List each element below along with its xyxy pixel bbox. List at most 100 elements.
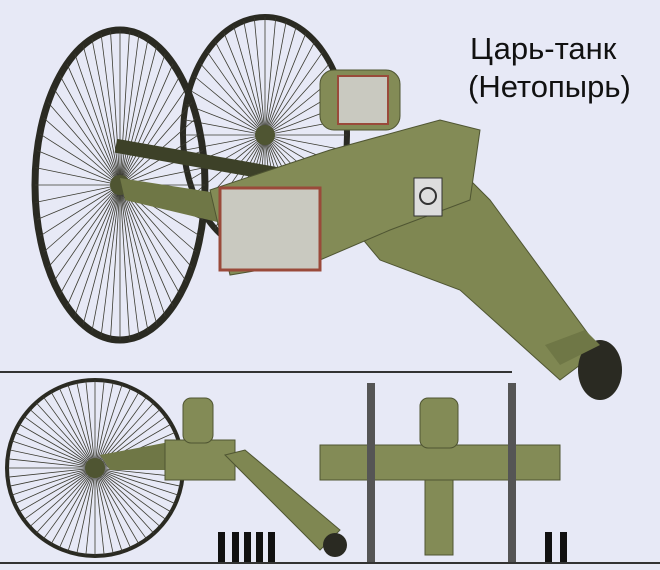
wheel-spoke xyxy=(119,63,174,186)
front-wheel-left xyxy=(367,383,375,563)
wheel-spoke xyxy=(206,51,266,136)
wheel-spoke xyxy=(18,467,96,513)
wheel-spoke xyxy=(100,184,121,337)
soldier xyxy=(244,532,251,562)
wheel-spoke xyxy=(183,134,266,151)
soldier xyxy=(545,532,552,562)
wheel-spoke xyxy=(94,467,132,549)
wheel-spoke xyxy=(11,467,96,496)
wheel-spoke xyxy=(8,467,96,487)
wheel-spoke xyxy=(47,102,121,186)
wheel-spoke xyxy=(264,20,287,136)
rear-roller xyxy=(578,340,622,400)
wheel-spoke xyxy=(47,184,121,268)
wheel-spoke xyxy=(82,45,121,186)
wheel-spoke xyxy=(91,38,121,186)
wheel-spoke xyxy=(23,467,96,521)
wheel-hub xyxy=(255,125,275,145)
wheel-spoke xyxy=(8,449,96,469)
wheel-spoke xyxy=(94,384,123,469)
wheel-spoke xyxy=(119,184,149,332)
wheel-spoke xyxy=(39,184,121,237)
wheel-spoke xyxy=(214,41,266,136)
turret-cutaway xyxy=(337,75,389,125)
wheel-spoke xyxy=(119,45,158,186)
wheel-spoke xyxy=(119,184,166,317)
truss-boom xyxy=(120,178,230,225)
wheel-spoke xyxy=(29,408,96,469)
main-perspective-view xyxy=(31,14,622,400)
wheel-spoke xyxy=(91,184,121,332)
wheel-spoke xyxy=(66,63,121,186)
wheel-spoke xyxy=(264,17,277,136)
wheel-spoke xyxy=(59,184,121,295)
wheel-spoke xyxy=(94,467,179,496)
wheel-spoke xyxy=(253,17,266,136)
wheel-spoke xyxy=(264,134,347,151)
wheel-spoke xyxy=(94,467,123,552)
wheel-spoke xyxy=(76,467,96,555)
wheel-spoke xyxy=(50,467,96,545)
wheel-spoke xyxy=(264,41,316,136)
wheel-spoke xyxy=(94,467,155,534)
wheel-spoke xyxy=(42,467,96,540)
wheel-spoke xyxy=(189,89,266,136)
wheel-spoke xyxy=(119,184,181,295)
wheel-hub xyxy=(85,458,105,478)
wheel-spoke xyxy=(94,467,140,545)
front-big-wheel xyxy=(31,26,209,344)
wheel-spoke xyxy=(94,467,148,540)
side-hatch xyxy=(413,177,443,217)
wheel-spoke xyxy=(119,30,130,186)
wheel-spoke xyxy=(42,396,96,469)
wheel-spoke xyxy=(67,467,96,552)
wheel-spoke xyxy=(94,387,132,469)
wheel-spoke xyxy=(110,30,121,186)
front-bottom xyxy=(424,479,454,556)
wheel-spoke xyxy=(100,33,121,186)
wheel-spoke xyxy=(58,387,96,469)
wheel-spoke xyxy=(35,184,121,203)
title-line2: (Нетопырь) xyxy=(468,69,631,104)
wheel-spoke xyxy=(119,184,158,325)
wheel-spoke xyxy=(94,467,105,556)
wheel-spoke xyxy=(36,150,121,186)
wheel-spoke xyxy=(119,75,181,186)
wheel-spoke xyxy=(82,184,121,325)
wheel-spoke xyxy=(18,423,96,469)
wheel-spoke xyxy=(76,381,96,469)
wheel-spoke xyxy=(119,38,149,186)
wheel-spoke xyxy=(119,33,140,186)
wheel-spoke xyxy=(67,384,96,469)
side-hull xyxy=(164,439,236,481)
wheel-spoke xyxy=(59,75,121,186)
wheel-spoke xyxy=(35,467,96,534)
cutaway-compartment xyxy=(218,186,322,272)
wheel-spoke xyxy=(53,184,121,282)
wheel-spoke xyxy=(14,467,96,505)
wheel-spoke xyxy=(7,467,96,478)
side-elevation-view xyxy=(0,378,660,564)
wheel-spoke xyxy=(94,467,114,555)
wheel-spoke xyxy=(119,53,166,186)
front-hull xyxy=(319,444,561,481)
wheel-spoke xyxy=(43,184,121,253)
roller-frame xyxy=(545,330,600,365)
front-wheel-right xyxy=(508,383,516,563)
wheel-spoke xyxy=(53,88,121,186)
wheel-spoke xyxy=(119,184,140,337)
wheel-spoke xyxy=(29,467,96,528)
side-roller xyxy=(323,533,347,557)
wheel-spoke xyxy=(74,53,121,186)
wheel-spoke xyxy=(94,381,114,469)
wheel-spoke xyxy=(74,184,121,317)
soldier xyxy=(218,532,225,562)
front-turret xyxy=(419,397,459,449)
soldier xyxy=(232,532,239,562)
wheel-spoke xyxy=(94,380,105,469)
wheel-spoke xyxy=(23,415,96,469)
wheel-spoke xyxy=(185,104,266,136)
wheel-spoke xyxy=(264,51,324,136)
wheel-spoke xyxy=(11,440,96,469)
wheel-spoke xyxy=(193,75,266,136)
